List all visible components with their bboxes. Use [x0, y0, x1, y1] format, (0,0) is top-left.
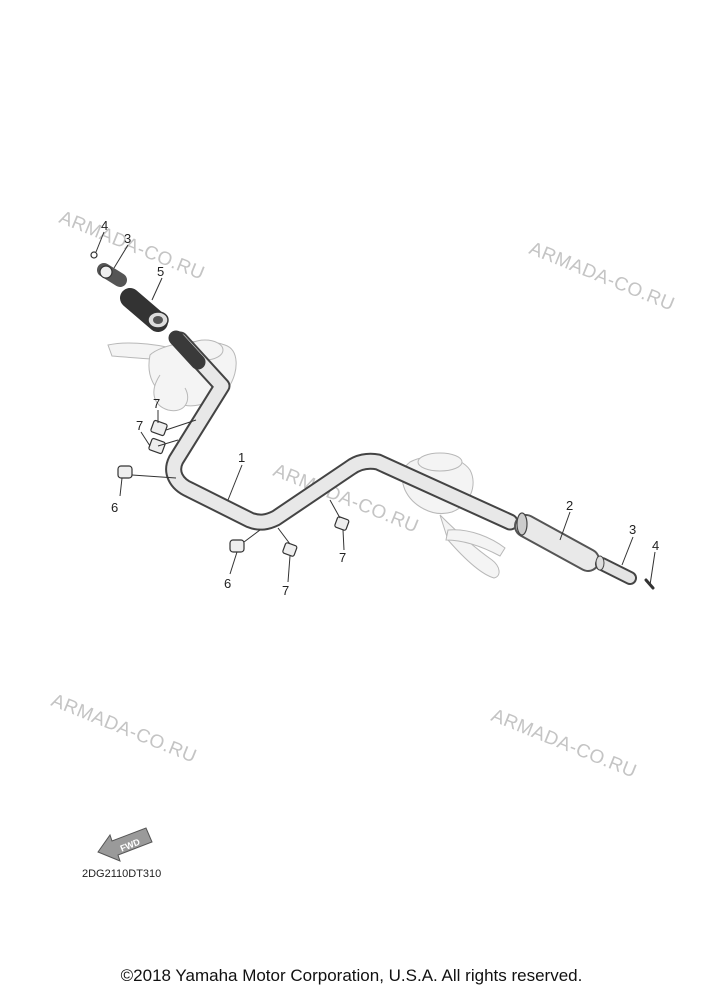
cap-mid	[229, 539, 245, 553]
cap-left	[117, 465, 133, 479]
watermark-bottom-left: ARMADA-CO.RU	[48, 690, 199, 767]
holder-upper-mid	[148, 437, 166, 455]
callout-holder-upper-left: 7	[153, 396, 160, 411]
holder-lower-right	[334, 516, 350, 531]
callout-end-weight-right: 3	[629, 522, 636, 537]
fwd-arrow: FWD	[97, 827, 153, 862]
end-weight-left	[97, 263, 127, 287]
copyright-notice: ©2018 Yamaha Motor Corporation, U.S.A. A…	[120, 966, 583, 985]
diagram-code: 2DG2110DT310	[82, 868, 161, 880]
screw-right	[644, 578, 655, 590]
callout-holder-lower-mid: 7	[282, 583, 289, 598]
watermarks: ARMADA-CO.RU ARMADA-CO.RU ARMADA-CO.RU A…	[48, 207, 677, 782]
grip-left	[120, 288, 169, 332]
watermark-top-right: ARMADA-CO.RU	[526, 238, 677, 315]
callout-grip-left: 5	[157, 264, 164, 279]
callout-screw-right: 4	[652, 538, 659, 553]
callout-holder-upper-mid: 7	[136, 418, 143, 433]
callouts: 1 2 3 4 3 4 5 7 7 6 6 7 7	[101, 218, 659, 598]
handlebar	[165, 330, 519, 531]
grip-right	[514, 512, 600, 572]
leader-lines	[95, 231, 656, 586]
callout-cap-left: 6	[111, 500, 118, 515]
screw-left	[90, 251, 98, 259]
callout-screw-left: 4	[101, 218, 108, 233]
callout-end-weight-left: 3	[124, 231, 131, 246]
watermark-bottom-right: ARMADA-CO.RU	[488, 705, 639, 782]
callout-holder-lower-right: 7	[339, 550, 346, 565]
end-weight-right	[595, 555, 637, 585]
callout-handlebar: 1	[238, 450, 245, 465]
holder-lower-mid	[282, 542, 298, 557]
callout-grip-right: 2	[566, 498, 573, 513]
holder-upper-left	[150, 419, 168, 437]
watermark-top-left: ARMADA-CO.RU	[56, 207, 207, 284]
callout-cap-mid: 6	[224, 576, 231, 591]
